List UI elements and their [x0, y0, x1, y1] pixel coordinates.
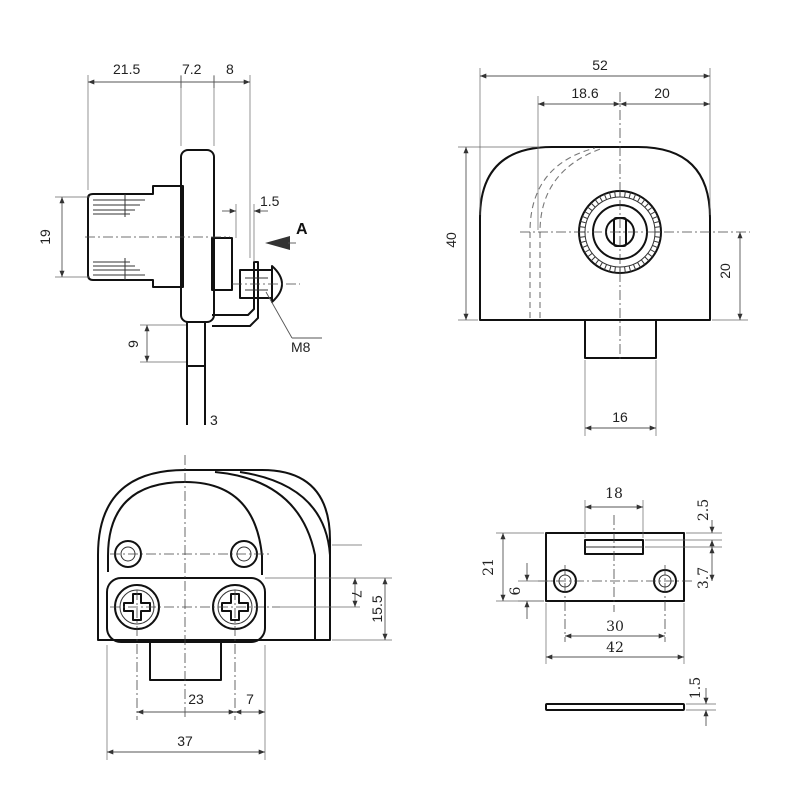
dim-19: 19: [37, 229, 53, 245]
hidden-profile: [539, 147, 604, 318]
plan-bottom-dims: [106, 645, 266, 760]
bolt-front: [584, 319, 657, 359]
dim-40-lines: [458, 146, 540, 321]
dim-3-7: 3.7: [696, 567, 712, 589]
strike-left-dims: [496, 532, 552, 619]
lock-housing: [479, 146, 711, 321]
dim-gap-lines: [222, 204, 268, 262]
cam-block: [211, 237, 233, 291]
dim-7-right: 7: [349, 590, 365, 598]
plan-view: 23 7 37 7 15.5: [97, 455, 392, 760]
view-a-arrow: [265, 236, 296, 250]
bolt-shaft: [186, 321, 206, 367]
dim-1-5-thickness: 1.5: [688, 677, 704, 699]
dim-20-right: 20: [717, 263, 733, 279]
front-view: 52 18.6 20 40 20 16: [443, 57, 750, 436]
dim-52: 52: [592, 57, 608, 73]
dim-23: 23: [188, 691, 204, 707]
dim-42: 42: [606, 640, 624, 656]
dim-1-5-gap: 1.5: [260, 193, 280, 209]
dim-9: 9: [125, 340, 141, 348]
dim-30: 30: [606, 619, 624, 635]
dim-21: 21: [481, 558, 497, 576]
dim-19-lines: [55, 196, 90, 278]
dim-18-6-lines: [537, 96, 710, 230]
side-view: 21.5 7.2 8 1.5 A M8 19: [37, 61, 322, 428]
flange: [180, 149, 215, 323]
strike-right-dims: [645, 520, 722, 581]
plan-outer: [97, 469, 331, 641]
dim-6: 6: [508, 586, 524, 595]
latch-bracket: [212, 261, 259, 327]
strike-thickness-lines: [686, 688, 716, 726]
dim-15-5: 15.5: [369, 595, 385, 622]
dim-20-right-lines: [712, 232, 748, 321]
m8-label: M8: [291, 339, 311, 355]
dim-52-lines: [479, 68, 711, 215]
knob-body: [87, 185, 184, 288]
dim-20-top: 20: [654, 85, 670, 101]
dim-16: 16: [612, 409, 628, 425]
dim-16-lines: [584, 360, 657, 436]
dim-40: 40: [443, 232, 459, 248]
plan-bolt: [149, 641, 222, 681]
dim-18: 18: [605, 486, 623, 502]
knob-grip-lines: [93, 194, 145, 280]
dim-7-bottom: 7: [246, 691, 254, 707]
strike-plate-view: 18 2.5 3.7 21 6: [481, 486, 722, 726]
dim-18-6: 18.6: [571, 85, 598, 101]
dim-7-2: 7.2: [182, 61, 202, 77]
dim-37: 37: [177, 733, 193, 749]
dim-21-5: 21.5: [113, 61, 140, 77]
dim-3: 3: [210, 412, 218, 428]
side-top-dims: [87, 75, 251, 258]
strike-plate: [545, 532, 685, 602]
dim-2-5: 2.5: [696, 499, 712, 521]
strike-18-lines: [584, 500, 644, 538]
strike-bottom-dims: [545, 603, 685, 664]
plan-right-dims: [265, 544, 392, 641]
strike-plate-edge: [545, 703, 685, 711]
dim-8: 8: [226, 61, 234, 77]
dim-9-lines: [140, 324, 186, 363]
view-a-label: A: [296, 221, 308, 238]
